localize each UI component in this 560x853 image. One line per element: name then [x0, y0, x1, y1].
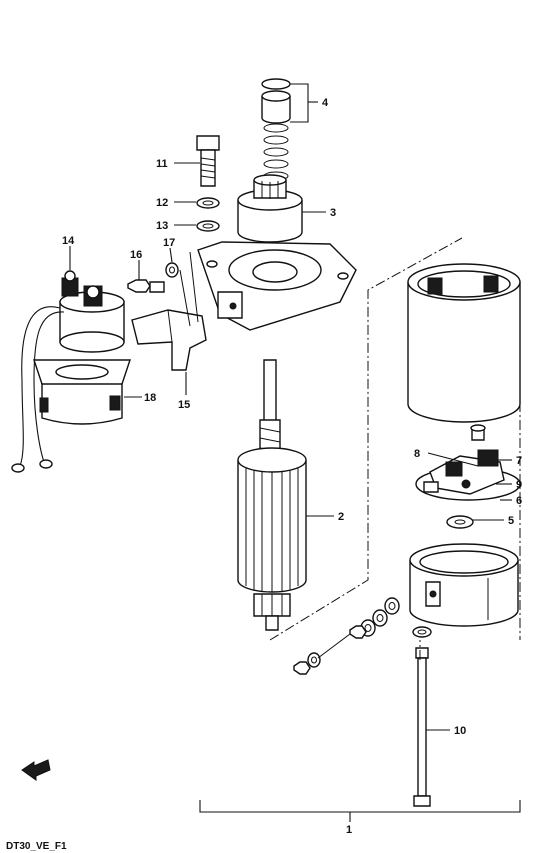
solenoid-switch [11, 270, 125, 473]
pinion-gear [237, 174, 303, 243]
callout-17: 17 [163, 237, 175, 249]
washer-5 [446, 515, 474, 529]
callout-2: 2 [338, 511, 344, 523]
callout-6: 6 [516, 495, 522, 507]
callout-4: 4 [322, 97, 329, 109]
solenoid-boot [33, 359, 131, 425]
diagram-code: DT30_VE_F1 [6, 841, 67, 852]
callout-18: 18 [144, 392, 156, 404]
callout-13: 13 [156, 220, 168, 232]
washer-13 [196, 220, 220, 232]
callout-15: 15 [178, 399, 190, 411]
nuts-and-washers [293, 597, 400, 675]
assembly-bracket-1 [199, 800, 521, 822]
brush-holder-assembly [415, 424, 521, 501]
yoke [407, 263, 521, 423]
assembly-outline [269, 237, 521, 660]
bolt-16 [127, 279, 165, 293]
callout-3: 3 [330, 207, 336, 219]
rear-cover [409, 543, 519, 627]
leader-lines [69, 83, 512, 731]
bracket-15 [131, 251, 207, 371]
washer-17 [165, 262, 179, 278]
callout-14: 14 [62, 235, 75, 247]
callout-10: 10 [454, 725, 466, 737]
callout-12: 12 [156, 197, 168, 209]
callout-8: 8 [414, 448, 420, 460]
front-housing [197, 241, 357, 331]
bolt-11 [196, 135, 220, 187]
callout-16: 16 [130, 249, 142, 261]
forward-arrow-icon [21, 759, 51, 781]
callout-1: 1 [346, 824, 352, 836]
callout-7: 7 [516, 455, 522, 467]
callout-5: 5 [508, 515, 514, 527]
armature [237, 359, 307, 631]
washer-12 [196, 197, 220, 209]
pinion-stopper-assembly [261, 78, 291, 181]
callout-11: 11 [156, 158, 168, 170]
callout-9: 9 [516, 479, 522, 491]
through-bolt-10 [412, 626, 432, 807]
